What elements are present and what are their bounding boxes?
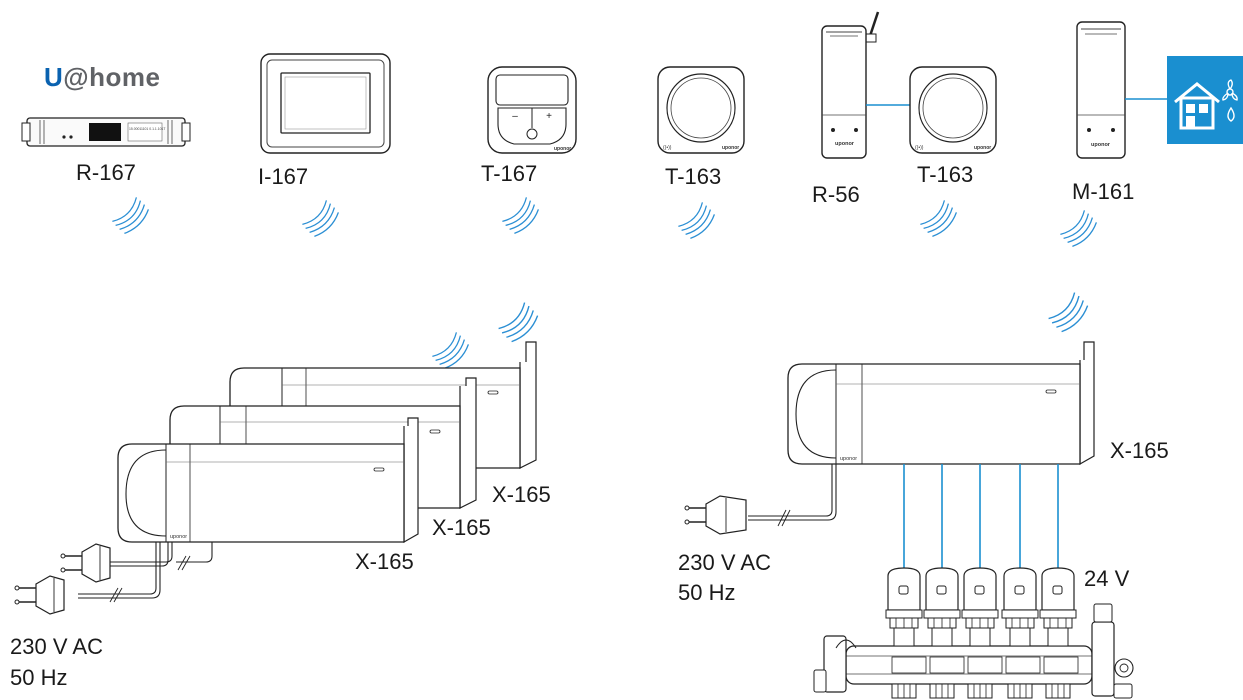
actuator-wires [903, 464, 1059, 568]
actuator-icon [1039, 567, 1077, 699]
controller-right: uponor [787, 341, 1095, 466]
left-power-cables [78, 542, 213, 603]
controller-left-front: uponor [117, 417, 419, 544]
label-m161: M-161 [1072, 179, 1135, 204]
i167-panel [260, 53, 391, 154]
wireless-signal-icon [501, 196, 540, 235]
label-t163-b: T-163 [917, 162, 974, 187]
r167-screen-text: 15.00011101 0.1.1.101T [129, 127, 165, 131]
minus-label: – [512, 111, 518, 122]
label-actuator-voltage: 24 V [1084, 566, 1130, 591]
actuator-icon [961, 567, 999, 699]
label-controller-back: X-165 [492, 482, 551, 507]
plus-label: + [546, 111, 552, 122]
label-right-frequency: 50 Hz [678, 580, 736, 605]
label-t163-a: T-163 [665, 164, 722, 189]
label-i167: I-167 [258, 164, 309, 189]
wireless-signal-icon [497, 301, 539, 343]
uponor-mark: uponor [835, 141, 855, 147]
label-controller-front: X-165 [355, 549, 414, 574]
label-t167: T-167 [481, 161, 538, 186]
label-controller-right: X-165 [1110, 438, 1169, 463]
label-right-voltage: 230 V AC [678, 550, 771, 575]
uponor-mark: uponor [170, 534, 187, 540]
wireless-signal-icon [1047, 291, 1089, 333]
right-power-cable [748, 464, 837, 527]
t163-thermostat-b: ((•)) uponor [909, 66, 997, 154]
label-left-voltage: 230 V AC [10, 634, 103, 659]
uponor-mark: uponor [840, 456, 857, 462]
wireless-signal-icon [677, 201, 716, 240]
uponor-mark: uponor [974, 145, 991, 151]
uhome-logo: U@home [44, 62, 161, 92]
uponor-mark: uponor [554, 146, 571, 152]
power-plug-icon [60, 543, 111, 583]
uponor-mark: uponor [722, 145, 739, 151]
t167-thermostat: – + uponor [487, 66, 577, 154]
r167-gateway: 15.00011101 0.1.1.101T [21, 117, 191, 147]
wireless-signal-icon [111, 196, 150, 235]
power-plug-icon [14, 575, 65, 615]
t163-thermostat-a: ((•)) uponor [657, 66, 745, 154]
wireless-signal-icon [919, 199, 958, 238]
wireless-signal-icon [431, 331, 470, 370]
wireless-signal-icon [301, 199, 340, 238]
manifold [813, 603, 1134, 699]
r56-receiver: uponor [821, 11, 880, 159]
label-left-frequency: 50 Hz [10, 665, 68, 690]
wireless-signal-icon [1059, 209, 1098, 248]
uponor-mark: uponor [1091, 142, 1111, 148]
svg-text:((•)): ((•)) [663, 145, 672, 151]
actuator-icon [885, 567, 923, 699]
label-r167: R-167 [76, 160, 136, 185]
actuator-icon [923, 567, 961, 699]
power-plug-icon [684, 495, 747, 535]
actuator-icon [1001, 567, 1039, 699]
label-controller-mid: X-165 [432, 515, 491, 540]
house-fan-water-icon [1167, 56, 1243, 144]
m161-module: uponor [1076, 21, 1126, 159]
svg-text:((•)): ((•)) [915, 145, 924, 151]
label-r56: R-56 [812, 182, 860, 207]
